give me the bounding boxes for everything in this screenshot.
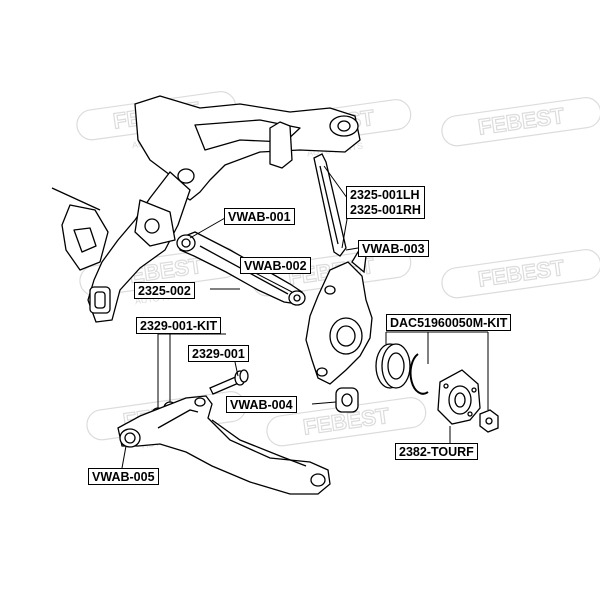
leader-vwab-005 [121,445,127,469]
label-vwab-005: VWAB-005 [88,468,159,485]
part-lower-control-arm [117,395,331,495]
label-2329-001: 2329-001 [188,345,249,362]
leader-vwab-003 [345,247,359,251]
label-2325-001: 2325-001LH 2325-001RH [346,186,425,219]
part-vwab-004-bushing [335,387,359,413]
label-2325-002: 2325-002 [134,282,195,299]
part-2329-001-bolt [209,369,249,395]
leader-2325-001 [323,165,351,203]
part-dac-bearing-kit [375,343,429,395]
label-dac51960050m-kit: DAC51960050M-KIT [386,314,512,331]
rear-subframe [51,95,361,323]
label-vwab-004: VWAB-004 [226,396,297,413]
label-2325-001rh: 2325-001RH [350,203,421,217]
label-vwab-002: VWAB-002 [240,257,311,274]
leader-vwab-001 [189,217,226,239]
leader-lines [121,165,489,469]
label-2325-001lh: 2325-001LH [350,188,420,202]
part-wheel-hub [437,369,481,425]
wheel-knuckle [305,251,373,385]
label-2329-001-kit: 2329-001-KIT [136,317,222,334]
label-vwab-003: VWAB-003 [358,240,429,257]
label-vwab-001: VWAB-001 [224,208,295,225]
watermark-brand: FEBEST [477,103,567,140]
leader-2329-001 [234,361,239,377]
watermark-mid-right: FEBEST [441,249,600,299]
part-2325-001-link [313,153,347,257]
label-2382-tourf: 2382-TOURF [395,443,478,460]
watermark-top-right: FEBEST [441,97,600,147]
watermark-brand: FEBEST [477,255,567,292]
part-2382-tourf-nut [479,409,499,433]
leader-vwab-004 [311,401,337,405]
